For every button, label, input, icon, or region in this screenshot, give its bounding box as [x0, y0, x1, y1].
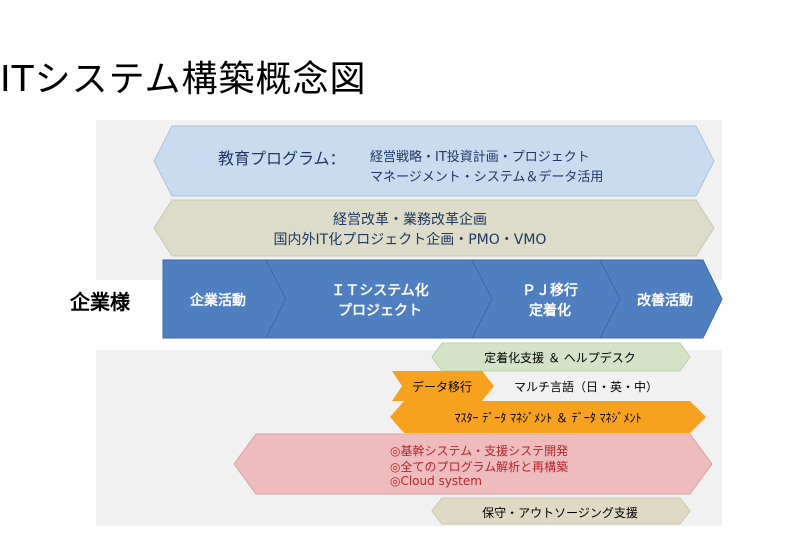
outsourcing-arrow: [431, 497, 691, 525]
master-data-arrow: [390, 401, 706, 433]
phase-chevron-improvement: [599, 259, 723, 339]
support-helpdesk-arrow: [431, 342, 691, 372]
master-data-label: ﾏｽﾀｰ ﾃﾞｰﾀ ﾏﾈｼﾞﾒﾝﾄ ＆ ﾃﾞｰﾀ ﾏﾈｼﾞﾒﾝﾄ: [454, 411, 642, 425]
phase-label-improvement: 改善活動: [637, 293, 693, 309]
data-migration-label: データ移行: [411, 380, 472, 394]
support-helpdesk-label: 定着化支援 ＆ ヘルプデスク: [484, 351, 636, 365]
reform-arrow: [153, 199, 715, 257]
enterprise-label: 企業様: [70, 290, 130, 314]
phase-label-it-system: ＩＴシステム化: [331, 283, 429, 299]
page-title: ITシステム構築概念図: [0, 59, 367, 100]
reform-line2: 国内外IT化プロジェクト企画・PMO・VMO: [273, 232, 547, 248]
core-systems-line2: ◎全てのプログラム解析と再構築: [390, 460, 569, 474]
education-arrow: [153, 125, 715, 197]
core-systems-arrow: [233, 433, 713, 495]
phase-label-pj-transition: ＰＪ移行: [522, 283, 578, 299]
outsourcing-label: 保守・アウトソージング支援: [482, 506, 638, 520]
data-migration-arrow: [392, 371, 494, 401]
education-line1: 経営戦略・IT投資計画・プロジェクト: [370, 150, 590, 165]
phase-label-establishment: 定着化: [529, 303, 571, 319]
phase-label-enterprise-activity: 企業活動: [190, 293, 246, 309]
core-systems-line3: ◎Cloud system: [390, 474, 482, 488]
education-line2: マネージメント・システム＆データ活用: [370, 170, 604, 185]
core-systems-line1: ◎基幹システム・支援システ開発: [390, 444, 569, 458]
education-heading: 教育プログラム：: [218, 149, 346, 168]
phase-label-project: プロジェクト: [338, 303, 422, 319]
multilingual-label: マルチ言語（日・英・中）: [514, 380, 659, 394]
reform-line1: 経営改革・業務改革企画: [333, 212, 487, 228]
